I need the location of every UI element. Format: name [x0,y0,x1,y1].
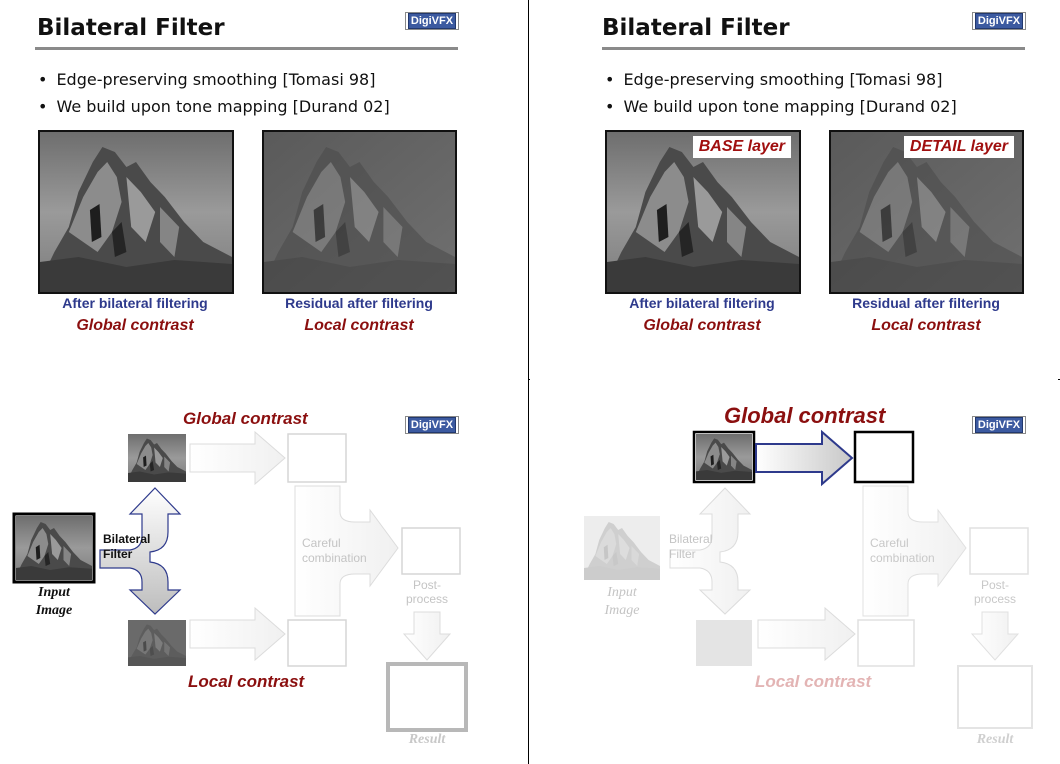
residual-rock-image [262,130,457,294]
local-contrast-label: Local contrast [755,672,872,691]
base-layer-label: BASE layer [692,136,791,158]
pipeline-diagram-highlight [584,429,1033,729]
slide-bilateral-filter-1: Bilateral Filter DigiVFX Edge-preserving… [0,0,528,380]
slide-pipeline-diagram-highlight: DigiVFX Global contrast Local contrast B… [530,382,1058,762]
post-process-label: Post-process [405,578,449,606]
filtered-rock-image [38,130,234,294]
right-subcaption: Local contrast [304,317,414,334]
slide-pipeline-diagram: DigiVFX Global contrast Local contrast B… [0,382,528,762]
bullet-item: Edge-preserving smoothing [Tomasi 98] [38,66,390,93]
result-label: Result [408,732,446,747]
bullet-item: We build upon tone mapping [Durand 02] [605,93,956,120]
bullet-list: Edge-preserving smoothing [Tomasi 98] We… [38,66,390,120]
slide-title: Bilateral Filter [37,15,225,41]
bullet-list: Edge-preserving smoothing [Tomasi 98] We… [605,66,957,120]
digivfx-logo: DigiVFX [972,416,1026,434]
digivfx-logo: DigiVFX [972,12,1026,30]
result-label: Result [976,732,1014,747]
bullet-item: Edge-preserving smoothing [Tomasi 98] [605,66,957,93]
right-caption: Residual after filtering [285,295,433,311]
slide-title: Bilateral Filter [602,15,790,41]
global-contrast-label: Global contrast [183,409,308,428]
left-caption: After bilateral filtering [629,295,775,311]
digivfx-logo: DigiVFX [405,416,459,434]
pipeline-diagram [12,430,468,732]
title-underline [35,47,458,50]
detail-layer-label: DETAIL layer [903,136,1014,158]
local-contrast-label: Local contrast [188,672,305,691]
title-underline [602,47,1025,50]
left-subcaption: Global contrast [76,317,194,334]
global-contrast-label: Global contrast [724,403,886,428]
right-subcaption: Local contrast [871,317,981,334]
base-layer-image: BASE layer [605,130,801,294]
slide-bilateral-filter-2: Bilateral Filter DigiVFX Edge-preserving… [530,0,1058,380]
left-caption: After bilateral filtering [62,295,208,311]
detail-layer-image: DETAIL layer [829,130,1024,294]
left-subcaption: Global contrast [643,317,761,334]
bullet-item: We build upon tone mapping [Durand 02] [38,93,389,120]
digivfx-logo: DigiVFX [405,12,459,30]
vertical-divider [528,0,529,764]
right-caption: Residual after filtering [852,295,1000,311]
post-process-label: Post-process [973,578,1017,606]
